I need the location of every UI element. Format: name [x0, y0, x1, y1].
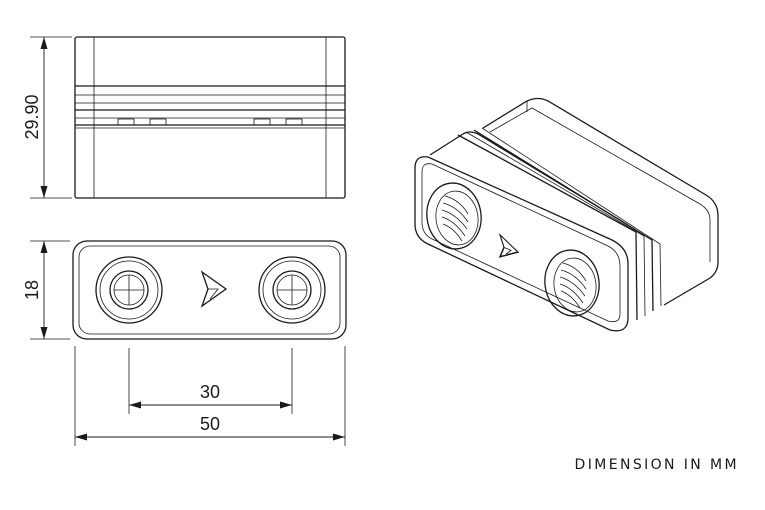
right-port	[258, 256, 326, 324]
height-label: 29.90	[22, 94, 42, 139]
iso-right-port	[544, 249, 600, 317]
depth-dimension: 18	[22, 240, 70, 340]
brand-logo-icon	[200, 270, 228, 308]
isometric-view	[414, 97, 719, 332]
width-dimension: 50	[74, 346, 346, 446]
iso-left-port	[426, 182, 482, 250]
iso-logo-icon	[498, 232, 520, 258]
height-dimension: 29.90	[22, 36, 72, 199]
left-port	[95, 256, 163, 324]
width-label: 50	[200, 414, 220, 434]
top-view	[72, 240, 347, 340]
hole-spacing-label: 30	[200, 382, 220, 402]
depth-label: 18	[22, 280, 42, 300]
hole-spacing-dimension: 30	[128, 348, 293, 414]
units-note: DIMENSION IN MM	[574, 457, 739, 473]
front-view	[74, 36, 346, 199]
